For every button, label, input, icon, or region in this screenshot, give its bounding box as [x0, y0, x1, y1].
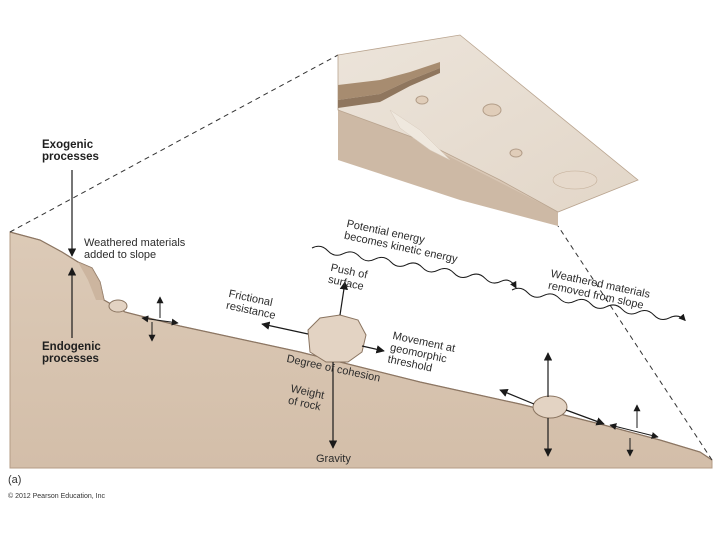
arrow-toe-horizontal	[609, 423, 659, 439]
label-exogenic: Exogenic processes	[42, 139, 99, 163]
cliff-face	[78, 262, 104, 300]
block-debris	[389, 109, 451, 161]
arrow-lower-rock-left	[499, 388, 535, 405]
wavy-arrow-potential	[311, 245, 517, 289]
label-weathered-added: Weathered materials added to slope	[84, 237, 186, 261]
panel-label: (a)	[8, 474, 22, 486]
lower-rock	[532, 395, 568, 419]
block-rock-1	[415, 95, 429, 105]
arrow-movement	[361, 345, 385, 354]
block-strata	[338, 62, 440, 100]
arrow-frictional	[261, 321, 309, 335]
projection-line-right	[557, 225, 713, 461]
block-side-face	[338, 100, 558, 226]
block-strata-2	[338, 68, 440, 108]
projection-line-left	[9, 54, 339, 233]
central-rock	[307, 314, 367, 363]
block-rock-3	[509, 148, 523, 158]
arrow-lower-rock-right	[565, 409, 605, 426]
wavy-arrow-removed	[511, 287, 686, 322]
block-rock-2	[482, 103, 502, 117]
small-rock-left	[108, 299, 128, 313]
arrow-small-rock-right	[141, 315, 179, 326]
label-endogenic: Endogenic processes	[42, 341, 101, 365]
arrow-push-of-surface	[339, 281, 349, 316]
copyright-notice: © 2012 Pearson Education, Inc	[8, 493, 105, 500]
label-gravity: Gravity	[316, 453, 351, 465]
block-debris-pile	[552, 170, 598, 190]
